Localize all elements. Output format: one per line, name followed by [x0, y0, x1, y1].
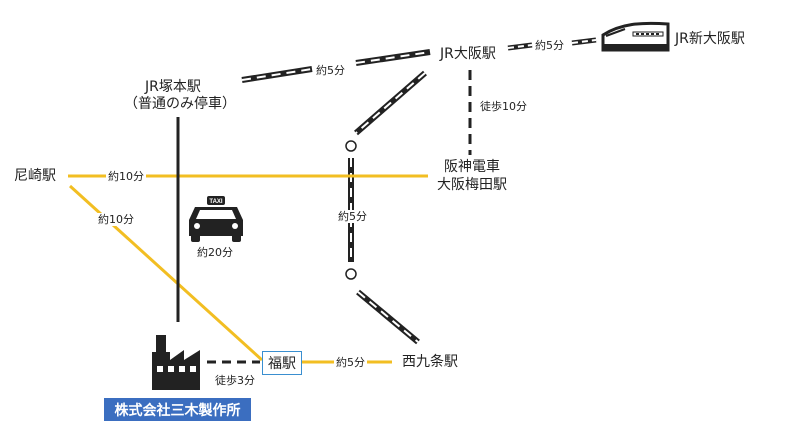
time-company-walk: 徒歩3分 [213, 374, 257, 387]
loop-station-lower [345, 268, 357, 280]
loop-line-upper [354, 70, 427, 136]
loop-station-upper [345, 140, 357, 152]
time-osaka-shinosaka: 約5分 [533, 39, 566, 52]
loop-line-lower [356, 289, 420, 345]
station-shin-osaka: JR新大阪駅 [675, 31, 745, 47]
time-osaka-walk: 徒歩10分 [478, 100, 529, 113]
company-name: 株式会社三木製作所 [104, 398, 251, 421]
time-amagasaki-fuku: 約10分 [96, 213, 136, 226]
taxi-icon: TAXI [189, 196, 243, 242]
station-tsukamoto-note: （普通のみ停車） [124, 96, 236, 112]
station-hanshin-label2: 大阪梅田駅 [437, 177, 507, 193]
time-fuku-nishikujo: 約5分 [334, 356, 367, 369]
station-fuku: 福駅 [262, 351, 302, 375]
station-jr-osaka: JR大阪駅 [440, 46, 496, 62]
jr-line-tsukamoto-osaka [241, 49, 431, 83]
time-amagasaki-umeda: 約10分 [106, 170, 146, 183]
station-hanshin-label1: 阪神電車 [444, 159, 500, 175]
jr-line-osaka-shinosaka [507, 37, 597, 51]
station-tsukamoto: JR塚本駅 [145, 79, 201, 95]
time-loop: 約5分 [336, 210, 369, 223]
svg-text:TAXI: TAXI [209, 199, 223, 205]
factory-icon [152, 335, 200, 390]
station-nishikujo: 西九条駅 [402, 354, 458, 370]
time-taxi: 約20分 [195, 246, 235, 259]
time-tsukamoto-osaka: 約5分 [314, 64, 347, 77]
station-amagasaki: 尼崎駅 [14, 168, 56, 184]
shinkansen-icon [601, 21, 670, 52]
